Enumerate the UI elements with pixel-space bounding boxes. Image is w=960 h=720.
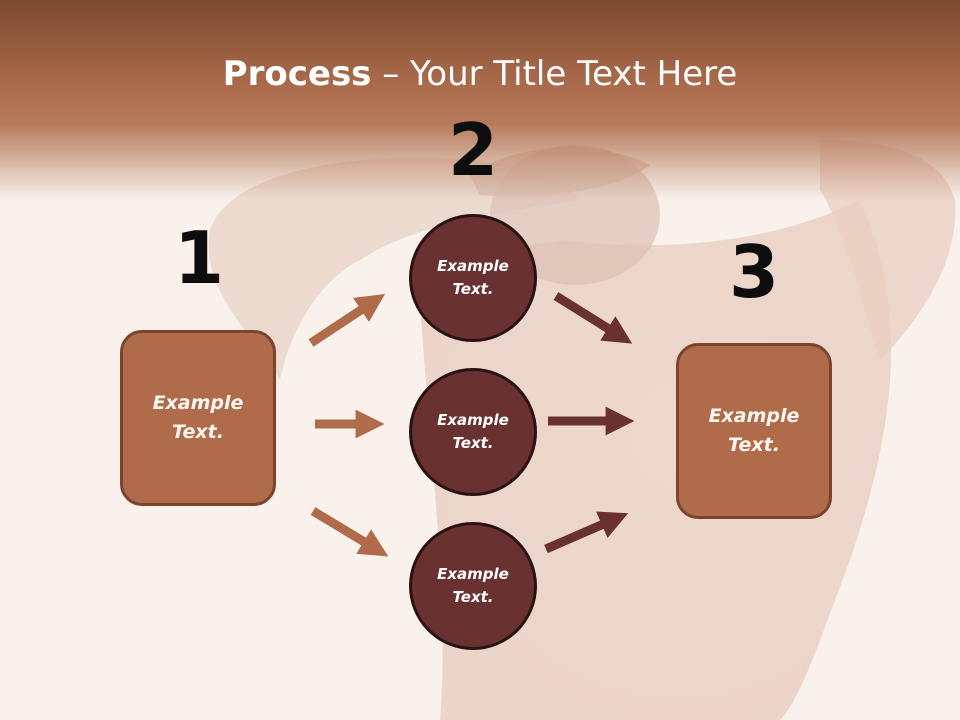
step-number-3: 3	[728, 230, 780, 314]
arrow-left-to-bottom	[310, 507, 389, 557]
arrow-top-to-right	[553, 292, 633, 344]
title-rest: – Your Title Text Here	[371, 54, 738, 94]
arrow-bottom-to-right	[544, 511, 629, 554]
process-circle-middle-label: Example Text.	[437, 411, 509, 452]
process-circle-top: Example Text.	[409, 214, 537, 342]
title-bold: Process	[222, 54, 372, 94]
process-box-left-label: Example Text.	[152, 392, 244, 443]
step-number-1: 1	[173, 216, 225, 300]
process-circle-bottom-label: Example Text.	[437, 565, 509, 606]
process-box-right: Example Text.	[676, 343, 832, 519]
process-box-right-label: Example Text.	[708, 405, 800, 456]
header-band	[0, 0, 960, 200]
slide-title: Process – Your Title Text Here	[0, 52, 960, 96]
process-circle-top-label: Example Text.	[437, 257, 509, 298]
process-circle-middle: Example Text.	[409, 368, 537, 496]
step-number-2: 2	[447, 108, 499, 192]
process-circle-bottom: Example Text.	[409, 522, 537, 650]
process-box-left: Example Text.	[120, 330, 276, 506]
arrow-left-to-top	[308, 294, 386, 347]
